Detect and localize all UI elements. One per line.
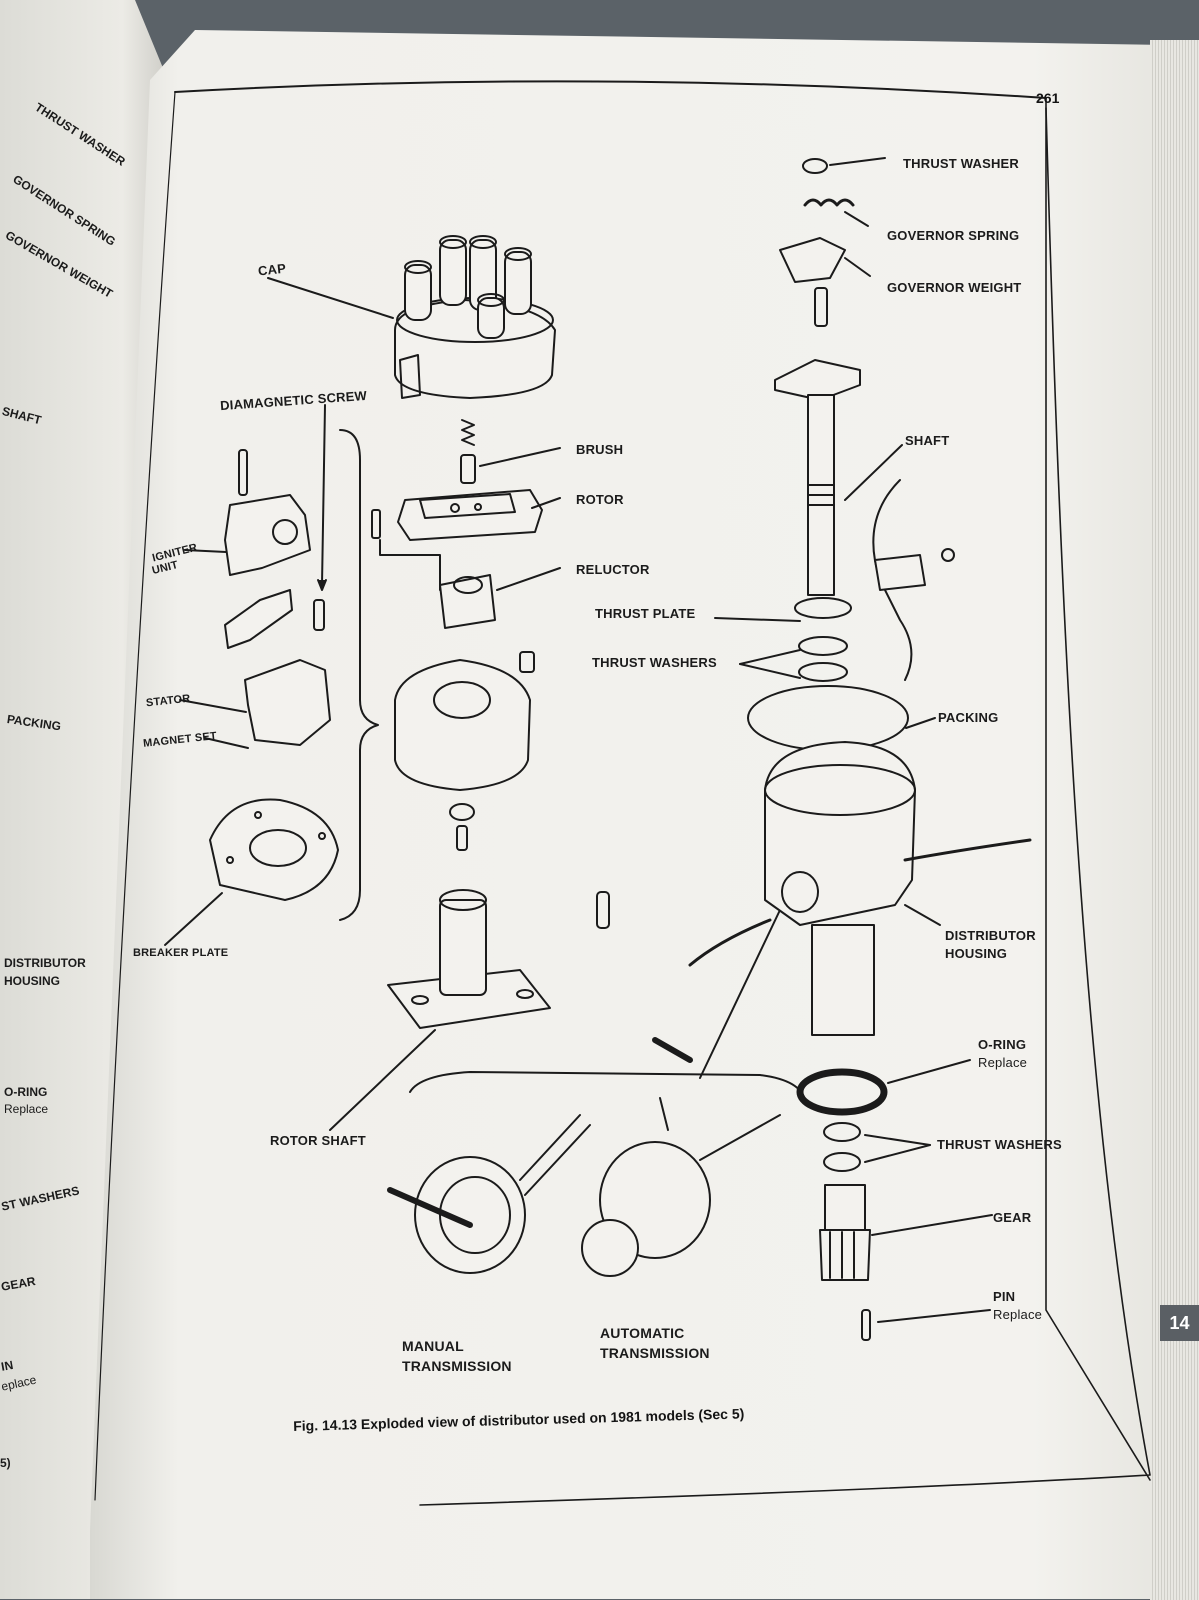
leader-diamagnetic-screw — [321, 404, 326, 586]
thrust-washer-1 — [798, 636, 848, 656]
leader-reluctor — [496, 567, 561, 591]
leader-brush — [479, 447, 561, 467]
brush — [460, 454, 476, 484]
thrust-washer-2 — [798, 662, 848, 682]
bracket-pointer — [699, 909, 781, 1079]
leader-governor-weight — [844, 257, 871, 277]
label-manual-2: TRANSMISSION — [402, 1358, 512, 1374]
label-shaft: SHAFT — [905, 433, 950, 448]
diamagnetic-screw — [313, 599, 325, 631]
label-pin: PIN — [993, 1289, 1016, 1304]
cap-part — [394, 235, 556, 399]
transmission-bracket — [409, 1071, 806, 1101]
chapter-tab: 14 — [1160, 1305, 1199, 1341]
leader-thrust-washers-lower-b — [864, 1144, 931, 1163]
left-label-housing: HOUSING — [4, 974, 61, 988]
frame-right — [1045, 97, 1151, 1481]
label-thrust-washers-lower: THRUST WASHERS — [937, 1137, 1062, 1152]
brace-bracket — [339, 429, 379, 921]
label-governor-spring: GOVERNOR SPRING — [887, 228, 1020, 243]
thrust-washer-lower-2 — [823, 1152, 861, 1172]
frame-left — [94, 91, 176, 1501]
leader-governor-spring — [844, 211, 869, 227]
thrust-plate — [794, 597, 852, 619]
label-gear: GEAR — [993, 1210, 1032, 1225]
left-label-distributor: DISTRIBUTOR — [4, 956, 86, 970]
small-screw-a — [449, 803, 475, 821]
arm-part — [224, 589, 293, 649]
reluctor-part — [371, 509, 496, 629]
leader-packing — [905, 717, 936, 729]
leader-breaker-plate — [164, 892, 223, 946]
packing — [747, 685, 909, 751]
rotor-shaft-part — [387, 889, 551, 1029]
label-thrust-washers-upper: THRUST WASHERS — [592, 655, 717, 670]
leader-thrust-washer — [829, 157, 886, 166]
left-label-o-ring-note: Replace — [4, 1102, 49, 1116]
label-reluctor: RELUCTOR — [576, 562, 650, 577]
label-cap: CAP — [257, 260, 287, 279]
frame-right-curve — [419, 107, 1151, 1506]
stator-housing-part — [394, 651, 535, 791]
pin-part — [861, 1309, 871, 1341]
governor-spring — [803, 198, 855, 207]
leader-magnet-set — [204, 737, 249, 749]
label-rotor-shaft: ROTOR SHAFT — [270, 1133, 366, 1148]
breaker-plate-part — [209, 798, 339, 901]
leader-o-ring — [887, 1059, 971, 1084]
label-distributor-housing-1: DISTRIBUTOR — [945, 928, 1036, 943]
governor-weight — [779, 237, 846, 283]
small-screw-b — [456, 825, 468, 851]
label-automatic-2: TRANSMISSION — [600, 1345, 710, 1361]
leader-thrust-washers-lower-a — [864, 1134, 931, 1146]
label-manual-1: MANUAL — [402, 1338, 464, 1354]
label-rotor: ROTOR — [576, 492, 624, 507]
screw-lower — [652, 1037, 693, 1063]
label-thrust-washer: THRUST WASHER — [903, 156, 1019, 171]
leader-rotor — [531, 497, 561, 509]
thrust-washer-lower-1 — [823, 1122, 861, 1142]
gear-part — [819, 1184, 871, 1281]
leader-thrust-plate — [714, 617, 801, 622]
label-packing: PACKING — [938, 710, 999, 725]
leader-stator — [179, 699, 247, 713]
leader-pin — [877, 1309, 991, 1323]
label-automatic-1: AUTOMATIC — [600, 1325, 685, 1341]
thrust-washer-top — [802, 158, 828, 174]
igniter-unit-part — [224, 449, 311, 576]
left-label-o-ring: O-RING — [4, 1085, 48, 1099]
leader-thrust-washers-a — [739, 649, 801, 665]
distributor-housing-part — [688, 741, 1032, 1036]
leader-igniter — [184, 549, 227, 553]
rotor-part — [397, 489, 543, 541]
page-number: 261 — [1036, 90, 1060, 106]
label-thrust-plate: THRUST PLATE — [595, 606, 696, 621]
label-o-ring: O-RING — [978, 1037, 1027, 1052]
leader-gear — [871, 1214, 993, 1236]
label-breaker-plate: BREAKER PLATE — [133, 947, 229, 959]
label-brush: BRUSH — [576, 442, 624, 457]
label-pin-note: Replace — [993, 1307, 1043, 1322]
manual-advance-part — [387, 1114, 591, 1274]
leader-rotor-shaft — [329, 1029, 436, 1131]
leader-shaft — [844, 444, 903, 501]
label-governor-weight: GOVERNOR WEIGHT — [887, 280, 1022, 295]
frame-top — [174, 80, 1047, 99]
label-distributor-housing-2: HOUSING — [945, 946, 1008, 961]
screw-mid — [596, 891, 610, 929]
leader-thrust-washers-b — [739, 663, 801, 679]
shaft-part — [774, 287, 861, 596]
brush-spring — [461, 419, 475, 446]
o-ring — [796, 1068, 888, 1116]
left-label-sec: 5) — [0, 1456, 11, 1470]
automatic-advance-part — [581, 1097, 781, 1277]
leader-cap — [267, 277, 394, 319]
label-o-ring-note: Replace — [978, 1055, 1028, 1070]
stator-part — [244, 659, 331, 746]
leader-distributor-housing — [904, 904, 941, 926]
